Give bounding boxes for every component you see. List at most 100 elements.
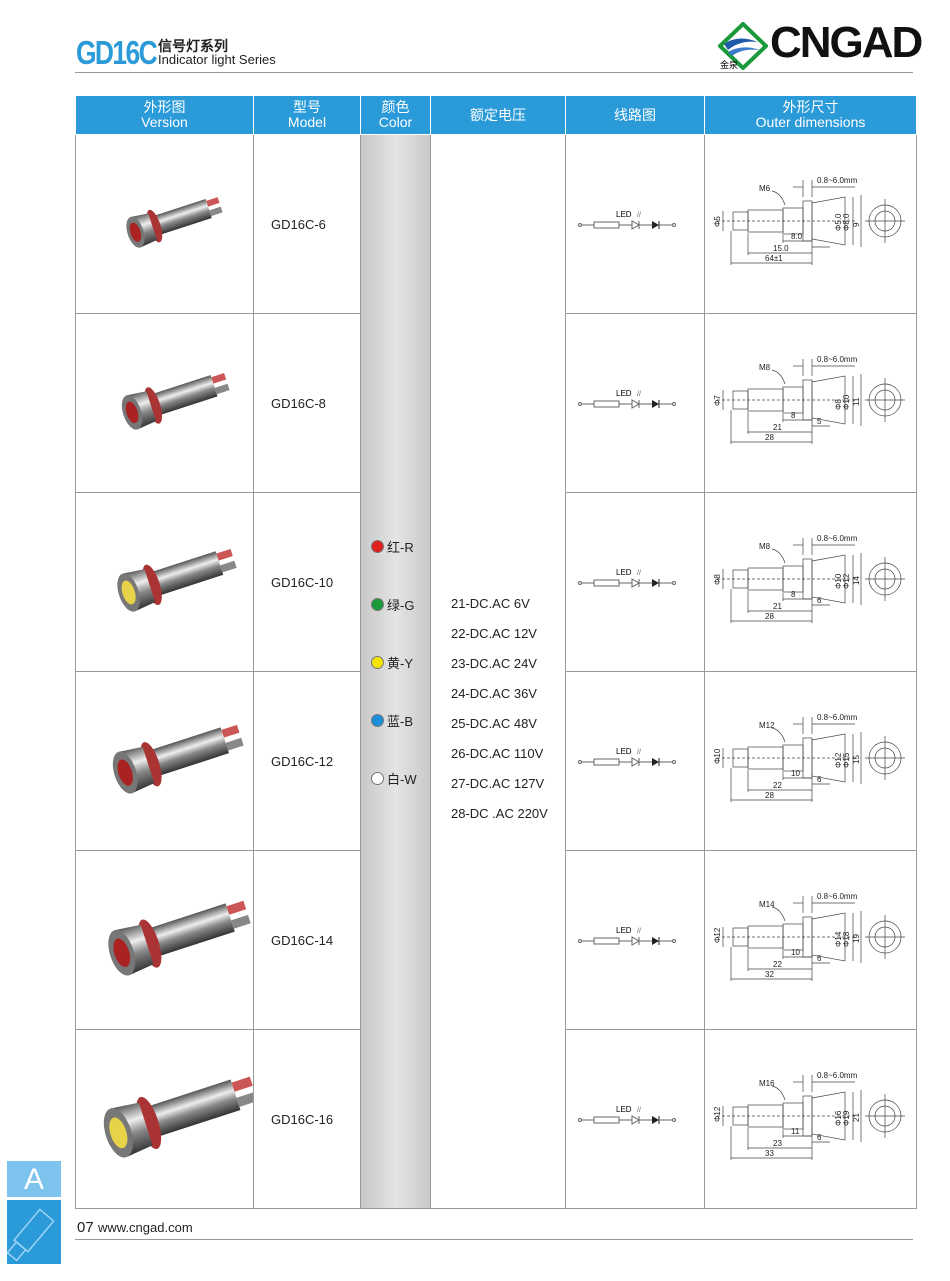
dim-height: 15 bbox=[852, 755, 861, 764]
version-cell bbox=[75, 492, 254, 672]
dim-phi2: Φ19 bbox=[842, 1110, 851, 1126]
model-cell: GD16C-6 bbox=[253, 134, 361, 314]
brand-logo-icon: 金泉 bbox=[718, 22, 768, 70]
dim-phi1: Φ5.0 bbox=[834, 213, 843, 231]
voltage-option: 28-DC .AC 220V bbox=[451, 806, 548, 821]
svg-text://: // bbox=[637, 1107, 641, 1114]
dim-height: 9 bbox=[852, 222, 861, 227]
column-header: 线路图 bbox=[565, 96, 705, 135]
dim-phi_left: Φ12 bbox=[713, 927, 722, 943]
column-header-cn: 外形尺寸 bbox=[782, 99, 839, 115]
dim-d4: 28 bbox=[765, 612, 774, 621]
dim-height: 21 bbox=[852, 1113, 861, 1122]
dim-d3: 22 bbox=[773, 781, 782, 790]
column-header-cn: 额定电压 bbox=[470, 106, 526, 123]
dim-phi2: Φ12 bbox=[842, 573, 851, 589]
model-cell: GD16C-8 bbox=[253, 313, 361, 493]
circuit-cell: LED // bbox=[565, 492, 705, 672]
dim-height: 14 bbox=[852, 576, 861, 585]
column-header: 额定电压 bbox=[430, 96, 566, 135]
dim-height: 11 bbox=[852, 397, 861, 406]
series-title-cn: 信号灯系列 bbox=[158, 38, 228, 54]
color-dot-icon bbox=[371, 656, 384, 669]
website-link[interactable]: www.cngad.com bbox=[98, 1220, 193, 1235]
dim-phi1: Φ12 bbox=[834, 752, 843, 768]
dim-phi1: Φ16 bbox=[834, 1110, 843, 1126]
svg-text://: // bbox=[637, 928, 641, 935]
model-cell: GD16C-12 bbox=[253, 671, 361, 851]
column-header-en: Outer dimensions bbox=[755, 114, 866, 130]
voltage-option: 21-DC.AC 6V bbox=[451, 596, 530, 611]
circuit-diagram: LED // bbox=[578, 1105, 676, 1125]
dim-range: 0.8~6.0mm bbox=[817, 713, 858, 722]
product-photo bbox=[126, 197, 223, 248]
dim-d4: 33 bbox=[765, 1149, 774, 1158]
led-label: LED bbox=[616, 389, 632, 398]
section-tab: A bbox=[7, 1161, 61, 1197]
dim-phi_left: Φ12 bbox=[713, 1106, 722, 1122]
column-header-en: Version bbox=[141, 114, 188, 130]
color-label: 蓝-B bbox=[387, 714, 414, 729]
circuit-cell: LED // bbox=[565, 1029, 705, 1209]
voltage-option: 26-DC.AC 110V bbox=[451, 746, 544, 761]
page-number: 07 bbox=[77, 1219, 94, 1236]
svg-text:金泉: 金泉 bbox=[720, 59, 738, 70]
product-photo bbox=[112, 724, 244, 794]
model-cell: GD16C-14 bbox=[253, 850, 361, 1030]
dim-d4: 64±1 bbox=[765, 254, 783, 263]
dim-thread: M8 bbox=[759, 363, 771, 372]
color-label: 黄-Y bbox=[387, 656, 414, 671]
svg-text://: // bbox=[637, 570, 641, 577]
dim-d4: 28 bbox=[765, 791, 774, 800]
led-label: LED bbox=[616, 926, 632, 935]
svg-text://: // bbox=[637, 749, 641, 756]
series-code: GD16C bbox=[76, 34, 158, 71]
dim-d2: 6 bbox=[817, 954, 822, 963]
led-label: LED bbox=[616, 1105, 632, 1114]
color-dot-icon bbox=[371, 772, 384, 785]
circuit-diagram: LED // bbox=[578, 210, 676, 230]
voltage-option: 22-DC.AC 12V bbox=[451, 626, 537, 641]
product-photo bbox=[108, 900, 251, 976]
dim-phi_left: Φ7 bbox=[713, 395, 722, 406]
dim-d2: 6 bbox=[817, 775, 822, 784]
color-label: 白-W bbox=[387, 772, 417, 787]
dim-thread: M14 bbox=[759, 900, 775, 909]
dim-d2: 6 bbox=[817, 1133, 822, 1142]
color-option: 蓝-B bbox=[371, 711, 413, 730]
dim-d1: 8 bbox=[791, 411, 796, 420]
dim-d2: 5 bbox=[817, 417, 822, 426]
dim-thread: M6 bbox=[759, 184, 771, 193]
dim-thread: M16 bbox=[759, 1079, 775, 1088]
svg-text://: // bbox=[637, 391, 641, 398]
led-label: LED bbox=[616, 747, 632, 756]
dim-d4: 28 bbox=[765, 433, 774, 442]
dim-phi_left: Φ5 bbox=[713, 216, 722, 227]
version-cell bbox=[75, 850, 254, 1030]
product-photo bbox=[103, 1076, 258, 1158]
product-photo bbox=[121, 373, 230, 430]
dim-phi1: Φ10 bbox=[834, 573, 843, 589]
circuit-diagram: LED // bbox=[578, 926, 676, 946]
footer-divider bbox=[75, 1239, 913, 1240]
column-header-en: Color bbox=[378, 114, 413, 130]
version-cell bbox=[75, 671, 254, 851]
column-header-cn: 线路图 bbox=[614, 106, 656, 123]
circuit-cell: LED // bbox=[565, 313, 705, 493]
color-option: 白-W bbox=[371, 769, 417, 788]
dim-phi2: Φ15 bbox=[842, 752, 851, 768]
dim-range: 0.8~6.0mm bbox=[817, 176, 858, 185]
dim-range: 0.8~6.0mm bbox=[817, 534, 858, 543]
column-header-cn: 外形图 bbox=[143, 99, 186, 115]
